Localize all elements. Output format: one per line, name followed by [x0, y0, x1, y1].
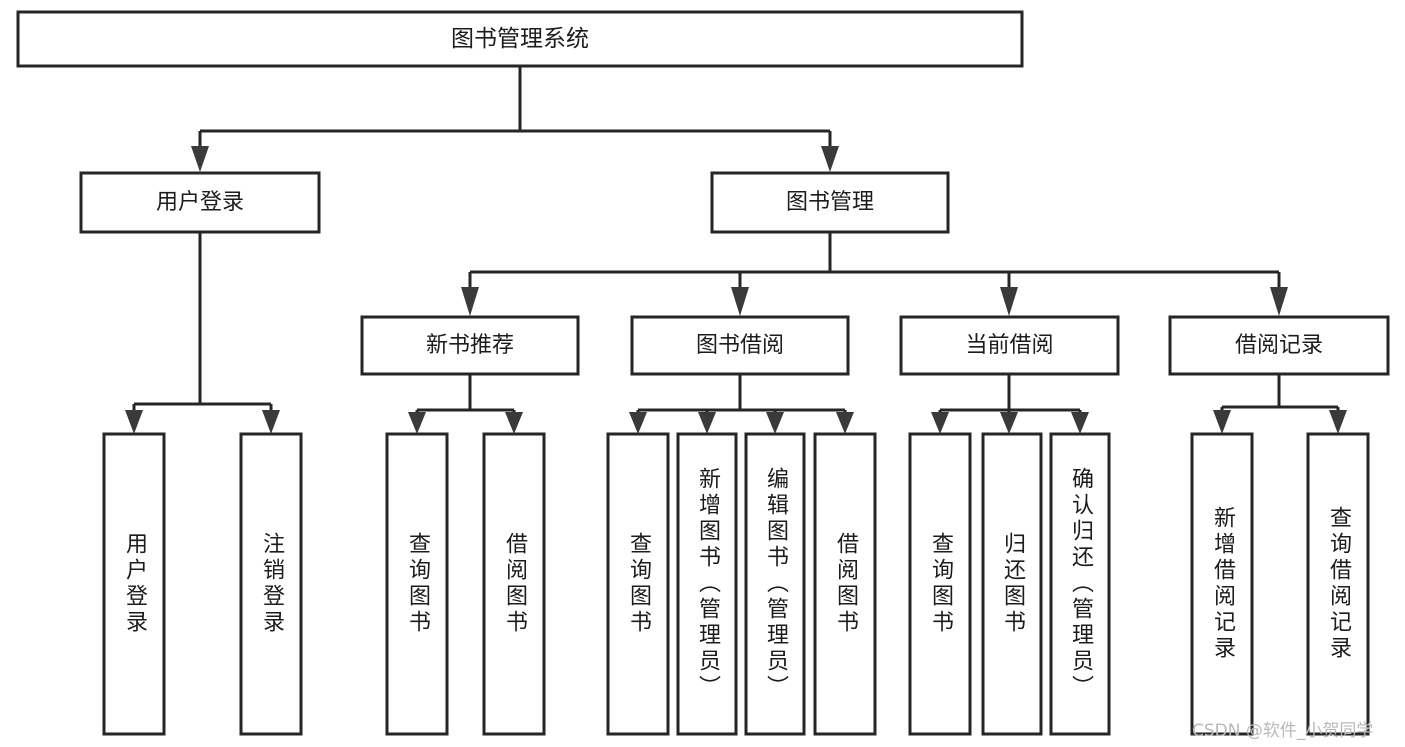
node-box-leaf-return-book[interactable]: [981, 432, 1043, 736]
node-box-leaf-add-book[interactable]: [676, 432, 738, 736]
node-box-leaf-borrow-book-rec[interactable]: [482, 432, 546, 736]
node-box-leaf-user-logout[interactable]: [239, 432, 303, 736]
arrow-leaf-edit-book: [766, 412, 784, 434]
arrow-leaf-confirm-return: [1071, 412, 1089, 434]
node-box-borrow-record[interactable]: [1168, 315, 1390, 376]
arrow-leaf-query-record: [1329, 410, 1347, 434]
arrow-leaf-query-book-rec: [408, 412, 426, 434]
node-rect-layer: [16, 10, 1390, 736]
arrow-leaf-query-book-current: [931, 412, 949, 434]
node-box-leaf-borrow-book[interactable]: [813, 432, 877, 736]
arrow-to-current-borrow: [1000, 287, 1018, 316]
arrow-to-book-manage: [821, 146, 839, 172]
node-box-new-book-rec[interactable]: [360, 315, 580, 376]
node-box-leaf-query-book-current[interactable]: [908, 432, 972, 736]
node-box-leaf-user-login[interactable]: [102, 432, 166, 736]
node-box-leaf-query-record[interactable]: [1306, 432, 1370, 736]
node-box-user-login[interactable]: [79, 171, 321, 234]
arrow-to-book-borrow: [731, 287, 749, 316]
node-box-leaf-confirm-return[interactable]: [1049, 432, 1111, 736]
node-box-leaf-edit-book[interactable]: [744, 432, 806, 736]
arrow-leaf-borrow-book: [836, 412, 854, 434]
node-box-leaf-query-book-rec[interactable]: [385, 432, 449, 736]
arrow-leaf-add-book: [698, 412, 716, 434]
node-box-book-manage[interactable]: [710, 171, 950, 234]
arrow-leaf-query-book-borrow: [629, 412, 647, 434]
edge-layer: [125, 66, 1347, 434]
node-box-leaf-query-book-borrow[interactable]: [606, 432, 670, 736]
arrow-leaf-borrow-book-rec: [505, 412, 523, 434]
arrow-leaf-user-logout: [262, 410, 280, 434]
node-box-current-borrow[interactable]: [899, 315, 1120, 376]
node-box-book-borrow[interactable]: [630, 315, 850, 376]
arrow-leaf-user-login: [125, 410, 143, 434]
arrow-to-new-book-rec: [461, 287, 479, 316]
node-box-leaf-add-record[interactable]: [1190, 432, 1254, 736]
node-box-root[interactable]: [16, 10, 1024, 68]
arrow-to-user-login: [191, 146, 209, 172]
arrow-to-borrow-record: [1270, 287, 1288, 316]
arrow-leaf-return-book: [1000, 412, 1018, 434]
arrow-leaf-add-record: [1213, 410, 1231, 434]
